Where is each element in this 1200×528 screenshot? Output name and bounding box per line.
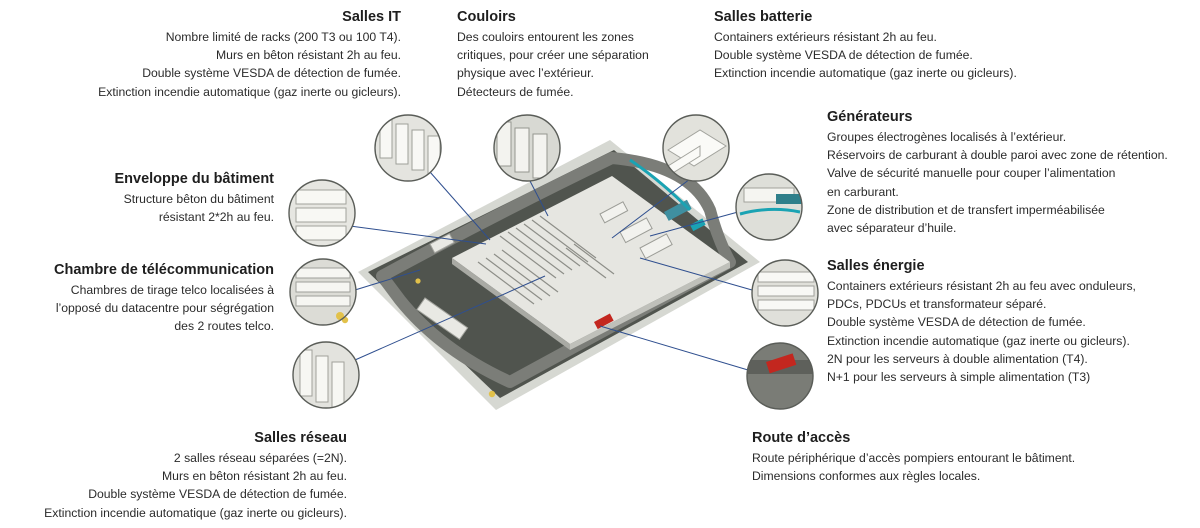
callout-line: Double système VESDA de détection de fum… (142, 66, 401, 81)
callout-enveloppe: Enveloppe du bâtiment Structure bêton du… (114, 170, 274, 226)
building-front (570, 262, 730, 350)
callout-line: Extinction incendie automatique (gaz ine… (98, 84, 401, 99)
callout-line: Valve de sécurité manuelle pour couper l… (827, 166, 1116, 181)
callout-line: Double système VESDA de détection de fum… (827, 315, 1086, 330)
site-plan (341, 140, 760, 410)
car-yellow-2 (488, 390, 496, 398)
callout-line: Containers extérieurs résistant 2h au fe… (714, 30, 937, 44)
detail-circle-generators (735, 173, 803, 241)
callout-line: Détecteurs de fumée. (457, 84, 574, 99)
callout-title: Enveloppe du bâtiment (114, 171, 274, 187)
callout-telecom: Chambre de télécommunication Chambres de… (54, 261, 274, 336)
callout-line: Extinction incendie automatique (gaz ine… (714, 66, 1017, 81)
it-hall-racks (477, 215, 615, 305)
callout-line: Double système VESDA de détection de fum… (88, 487, 347, 502)
detail-circle-envelope (288, 179, 356, 247)
callout-line: Structure bêton du bâtiment (123, 192, 274, 206)
callout-title: Salles énergie (827, 258, 925, 274)
car-yellow-3 (415, 278, 421, 284)
callout-line: Des couloirs entourent les zones (457, 30, 634, 44)
callout-line: Extinction incendie automatique (gaz ine… (827, 333, 1130, 348)
callout-line: Zone de distribution et de transfert imp… (827, 202, 1105, 217)
callout-salles-energie: Salles énergie Containers extérieurs rés… (827, 257, 1136, 386)
callout-line: 2 salles réseau séparées (=2N). (173, 451, 347, 465)
building-slab (452, 176, 730, 344)
callout-line: critiques, pour créer une séparation (457, 48, 649, 63)
detail-circle-network (292, 341, 360, 409)
fire-truck (594, 313, 614, 330)
callout-line: des 2 routes telco. (174, 319, 274, 334)
callout-line: avec séparateur d’huile. (827, 221, 957, 236)
callout-line: Chambres de tirage telco localisées à (70, 283, 274, 297)
energy-rooms (599, 201, 673, 260)
detail-circle-corridors (493, 114, 561, 182)
detail-circle-telecom (289, 258, 357, 326)
callout-line: Extinction incendie automatique (gaz ine… (44, 505, 347, 520)
callout-line: Dimensions conformes aux règles locales. (752, 469, 981, 484)
leader-lines (349, 171, 753, 371)
callout-title: Salles réseau (254, 430, 347, 446)
callout-title: Salles IT (342, 9, 401, 25)
callout-title: Chambre de télécommunication (54, 262, 274, 278)
parking-area (416, 232, 469, 340)
callout-line: physique avec l’extérieur. (457, 66, 594, 81)
callout-line: Double système VESDA de détection de fum… (714, 48, 973, 63)
callout-couloirs: Couloirs Des couloirs entourent les zone… (457, 8, 649, 101)
callout-generateurs: Générateurs Groupes électrogènes localis… (827, 108, 1168, 237)
callout-line: Containers extérieurs résistant 2h au fe… (827, 279, 1136, 293)
callout-line: l’opposé du datacentre pour ségrégation (55, 301, 274, 316)
callout-title: Générateurs (827, 109, 913, 125)
callout-line: en carburant. (827, 184, 899, 199)
callout-line: Murs en bêton résistant 2h au feu. (162, 469, 347, 484)
callout-line: Groupes électrogènes localisés à l’extér… (827, 130, 1067, 144)
callout-line: Route périphérique d’accès pompiers ento… (752, 451, 1076, 465)
callout-line: Nombre limité de racks (200 T3 ou 100 T4… (165, 30, 401, 44)
callout-title: Route d’accès (752, 430, 851, 446)
fuel-pipe (629, 158, 692, 212)
callout-line: résistant 2*2h au feu. (158, 210, 274, 225)
callout-line: PDCs, PDCUs et transformateur séparé. (827, 297, 1047, 312)
detail-circle-access-road (746, 342, 814, 410)
callout-line: N+1 pour les serveurs à simple alimentat… (827, 370, 1091, 385)
callout-title: Salles batterie (714, 9, 813, 25)
callout-title: Couloirs (457, 9, 516, 25)
callout-line: Murs en bêton résistant 2h au feu. (216, 48, 401, 63)
callout-route-acces: Route d’accès Route périphérique d’accès… (752, 429, 1075, 485)
callout-line: Réservoirs de carburant à double paroi a… (827, 148, 1168, 163)
callout-salles-it: Salles IT Nombre limité de racks (200 T3… (98, 8, 401, 101)
detail-circle-energy (751, 259, 819, 327)
building-side (452, 258, 570, 350)
detail-circle-battery (662, 114, 730, 182)
callout-salles-batterie: Salles batterie Containers extérieurs ré… (714, 8, 1017, 83)
generator-yard (629, 158, 692, 221)
perimeter-road (376, 152, 736, 388)
callout-line: 2N pour les serveurs à double alimentati… (827, 351, 1088, 366)
callout-salles-reseau: Salles réseau 2 salles réseau séparées (… (44, 429, 347, 522)
detail-circle-it (374, 114, 442, 182)
